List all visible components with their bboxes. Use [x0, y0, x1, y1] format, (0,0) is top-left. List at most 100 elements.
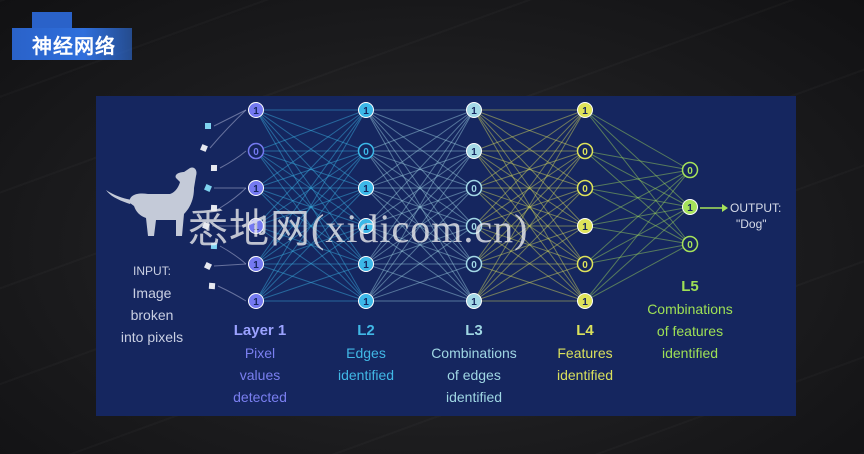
connection-line	[365, 187, 475, 302]
connection-line	[584, 150, 691, 208]
connection-line	[473, 225, 586, 302]
connection-line	[365, 150, 475, 265]
connection-line	[255, 150, 367, 265]
connection-line	[365, 150, 475, 227]
neuron-l4-6: 1	[577, 293, 593, 309]
connection-line	[365, 263, 475, 302]
connection-line	[255, 263, 367, 302]
connection-line	[584, 109, 691, 245]
neuron-l4-4: 1	[577, 218, 593, 234]
connection-line	[584, 169, 691, 227]
connection-line	[473, 109, 586, 265]
neuron-value: 1	[363, 297, 369, 308]
neuron-value: 0	[582, 260, 588, 271]
neuron-value: 0	[253, 147, 259, 158]
connection-line	[255, 225, 367, 265]
neuron-l4-5: 0	[576, 255, 594, 273]
neuron-l1-3: 1	[248, 180, 264, 196]
neuron-l4-3: 0	[576, 179, 594, 197]
connection-line	[473, 109, 586, 189]
connection-line	[473, 109, 586, 265]
pixel-link	[209, 109, 247, 149]
connection-line	[473, 225, 586, 265]
pixel-link	[219, 187, 247, 209]
neuron-l2-3: 1	[358, 180, 374, 196]
neuron-value: 0	[471, 184, 477, 195]
layer-5-label: L5 Combinations of features identified	[647, 276, 733, 364]
connection-line	[584, 150, 691, 245]
neuron-value: 1	[363, 184, 369, 195]
neuron-value: 0	[582, 147, 588, 158]
connection-line	[365, 109, 475, 152]
pixel-square	[210, 204, 218, 212]
neuron-l5-3: 0	[681, 235, 699, 253]
connection-line	[255, 109, 367, 302]
neuron-value: 1	[582, 106, 588, 117]
connection-line	[365, 150, 475, 189]
neuron-l1-2: 0	[247, 142, 265, 160]
connection-line	[255, 109, 367, 227]
connection-line	[473, 150, 586, 265]
connection-line	[473, 187, 586, 227]
connection-line	[365, 187, 475, 227]
connection-line	[473, 150, 586, 227]
layer-3-heading: L3	[465, 322, 483, 339]
layer-1-heading: Layer 1	[233, 322, 287, 339]
connection-line	[365, 150, 475, 227]
pixel-link	[219, 150, 247, 169]
neuron-value: 1	[363, 222, 369, 233]
pixel-square	[202, 222, 210, 230]
neuron-value: 1	[363, 106, 369, 117]
pixel-square	[203, 261, 213, 271]
neuron-value: 1	[582, 297, 588, 308]
connection-line	[584, 206, 691, 302]
layer-1-desc-2: values	[239, 367, 281, 383]
connection-line	[255, 109, 367, 152]
connection-line	[365, 109, 475, 265]
connection-line	[473, 150, 586, 227]
neuron-value: 0	[687, 166, 693, 177]
output-heading: OUTPUT:	[730, 201, 782, 215]
connection-line	[255, 109, 367, 302]
layer-2-desc-2: identified	[337, 367, 395, 383]
neuron-l3-1: 1	[466, 102, 482, 118]
neuron-value: 1	[471, 297, 477, 308]
layer-1-label: Layer 1 Pixel values detected	[233, 320, 287, 408]
layer-1-desc-1: Pixel	[244, 345, 276, 361]
neuron-l3-2: 1	[466, 143, 482, 159]
connection-line	[365, 225, 475, 265]
layer-5-desc-1: Combinations	[647, 301, 733, 317]
neuron-value: 1	[253, 297, 259, 308]
layer-1-desc-3: detected	[233, 389, 287, 405]
connection-line	[584, 243, 691, 302]
neuron-l1-6: 1	[248, 293, 264, 309]
neuron-value: 1	[582, 222, 588, 233]
layer-5-desc-3: identified	[661, 345, 719, 361]
connection-line	[584, 169, 691, 302]
layer-3-desc-1: Combinations	[431, 345, 517, 361]
connections	[255, 109, 691, 302]
layer-4-desc-1: Features	[557, 345, 613, 361]
input-line-1: Image	[132, 285, 172, 301]
neuron-value: 1	[363, 260, 369, 271]
neuron-l1-1: 1	[248, 102, 264, 118]
pixel-square	[204, 184, 212, 192]
layer-4-heading: L4	[576, 322, 594, 339]
output-label: OUTPUT: "Dog"	[730, 200, 781, 232]
connection-line	[473, 109, 586, 227]
connection-line	[473, 225, 586, 265]
watermark-text: 悉地网(xidicom.cn)	[188, 206, 529, 251]
input-label: INPUT: Image broken into pixels	[121, 260, 183, 348]
connection-line	[365, 109, 475, 189]
layer-5-heading: L5	[681, 278, 699, 295]
layer-4-label: L4 Features identified	[557, 320, 613, 386]
pixel-square	[200, 144, 208, 152]
neuron-l2-6: 1	[358, 293, 374, 309]
connection-line	[365, 109, 475, 152]
connection-line	[365, 150, 475, 302]
output-value: "Dog"	[736, 217, 767, 231]
connection-line	[584, 206, 691, 227]
connection-line	[365, 150, 475, 265]
input-heading: INPUT:	[132, 264, 172, 278]
neuron-l4-1: 1	[577, 102, 593, 118]
